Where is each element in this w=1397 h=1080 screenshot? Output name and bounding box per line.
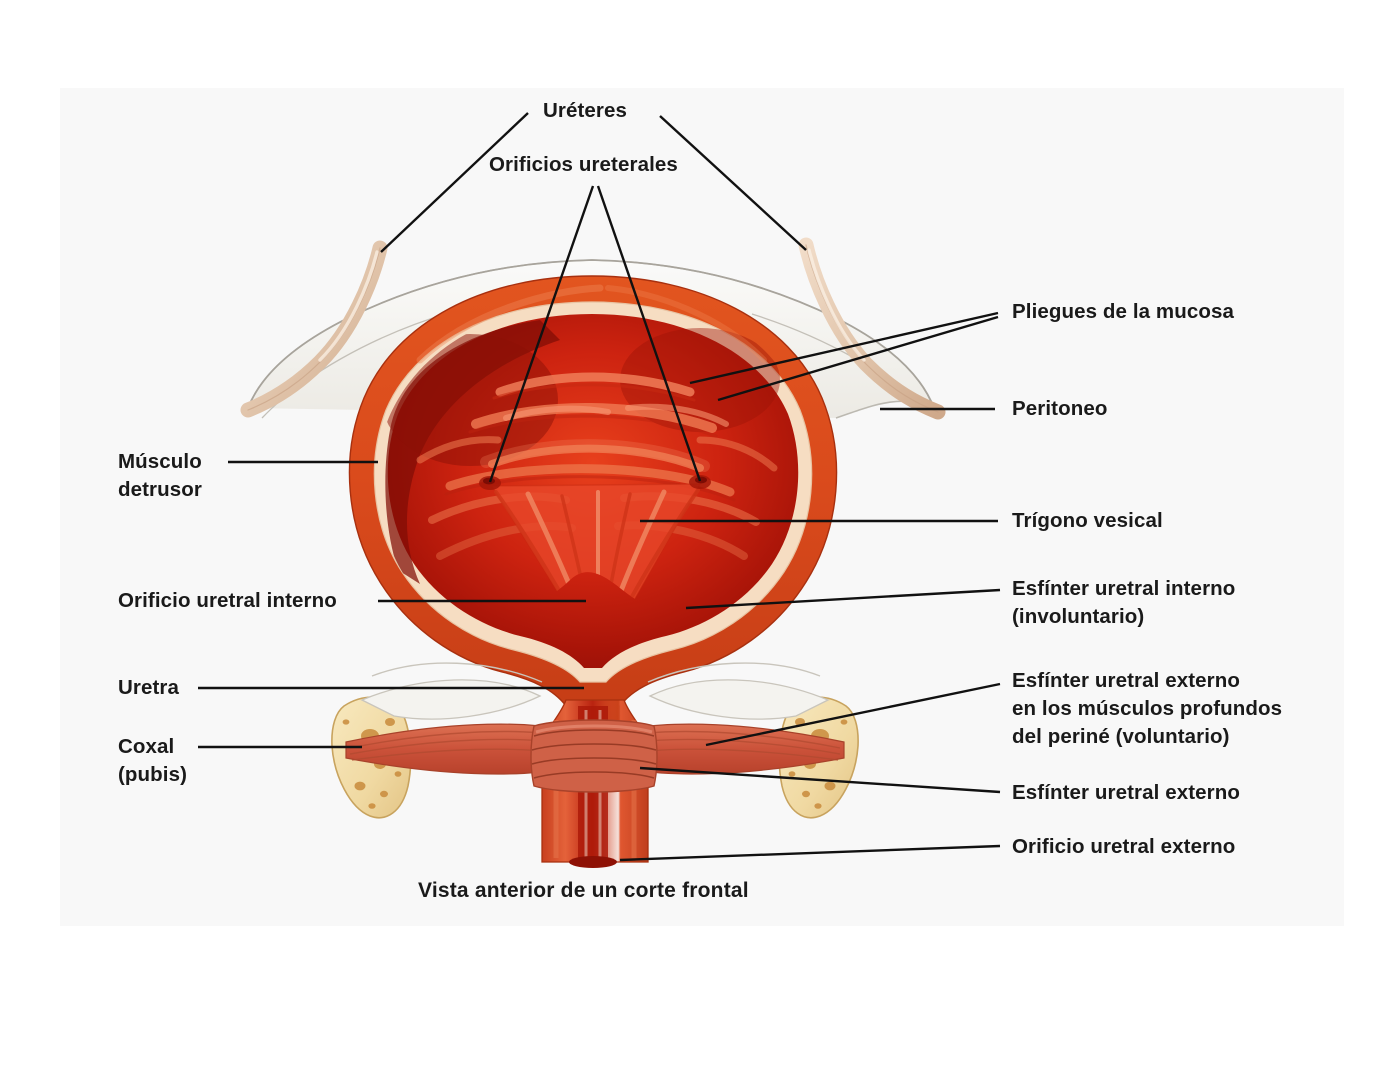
ureter-right: [798, 237, 946, 420]
leader-lines: [198, 112, 1001, 862]
leader-orificios-left: [488, 185, 595, 483]
label-orificio-uretral-interno: Orificio uretral interno: [118, 589, 337, 612]
leader-ureteres-right: [659, 115, 807, 251]
external-urethral-sphincter: [530, 719, 658, 793]
label-peritoneo: Peritoneo: [1012, 397, 1108, 420]
ureteral-orifices: [479, 475, 711, 490]
label-uretra: Uretra: [118, 676, 179, 699]
leader-ureteres-left: [380, 112, 529, 253]
ureter-left: [240, 240, 388, 418]
leader-esfinter-interno: [685, 588, 1001, 610]
pubic-ligament-membrane: [360, 662, 830, 720]
leader-esfinter-externo-profundo: [705, 682, 1001, 747]
leader-esfinter-externo: [639, 766, 1001, 794]
label-trigono-vesical: Trígono vesical: [1012, 509, 1163, 532]
figure-caption: Vista anterior de un corte frontal: [418, 879, 749, 902]
external-urethral-orifice: [569, 856, 617, 868]
label-orificios-ureterales: Orificios ureterales: [489, 153, 678, 176]
label-esfinter-uretral-externo: Esfínter uretral externo: [1012, 781, 1240, 804]
leader-orificio-externo: [619, 844, 1001, 862]
leader-pliegues-lower: [717, 315, 999, 402]
leader-orificios-right: [596, 185, 702, 482]
label-ureteres: Uréteres: [543, 99, 627, 122]
label-orificio-uretral-externo: Orificio uretral externo: [1012, 835, 1236, 858]
leader-pliegues-upper: [689, 311, 999, 385]
label-pliegues-mucosa: Pliegues de la mucosa: [1012, 300, 1234, 323]
bladder-body: [348, 275, 838, 761]
